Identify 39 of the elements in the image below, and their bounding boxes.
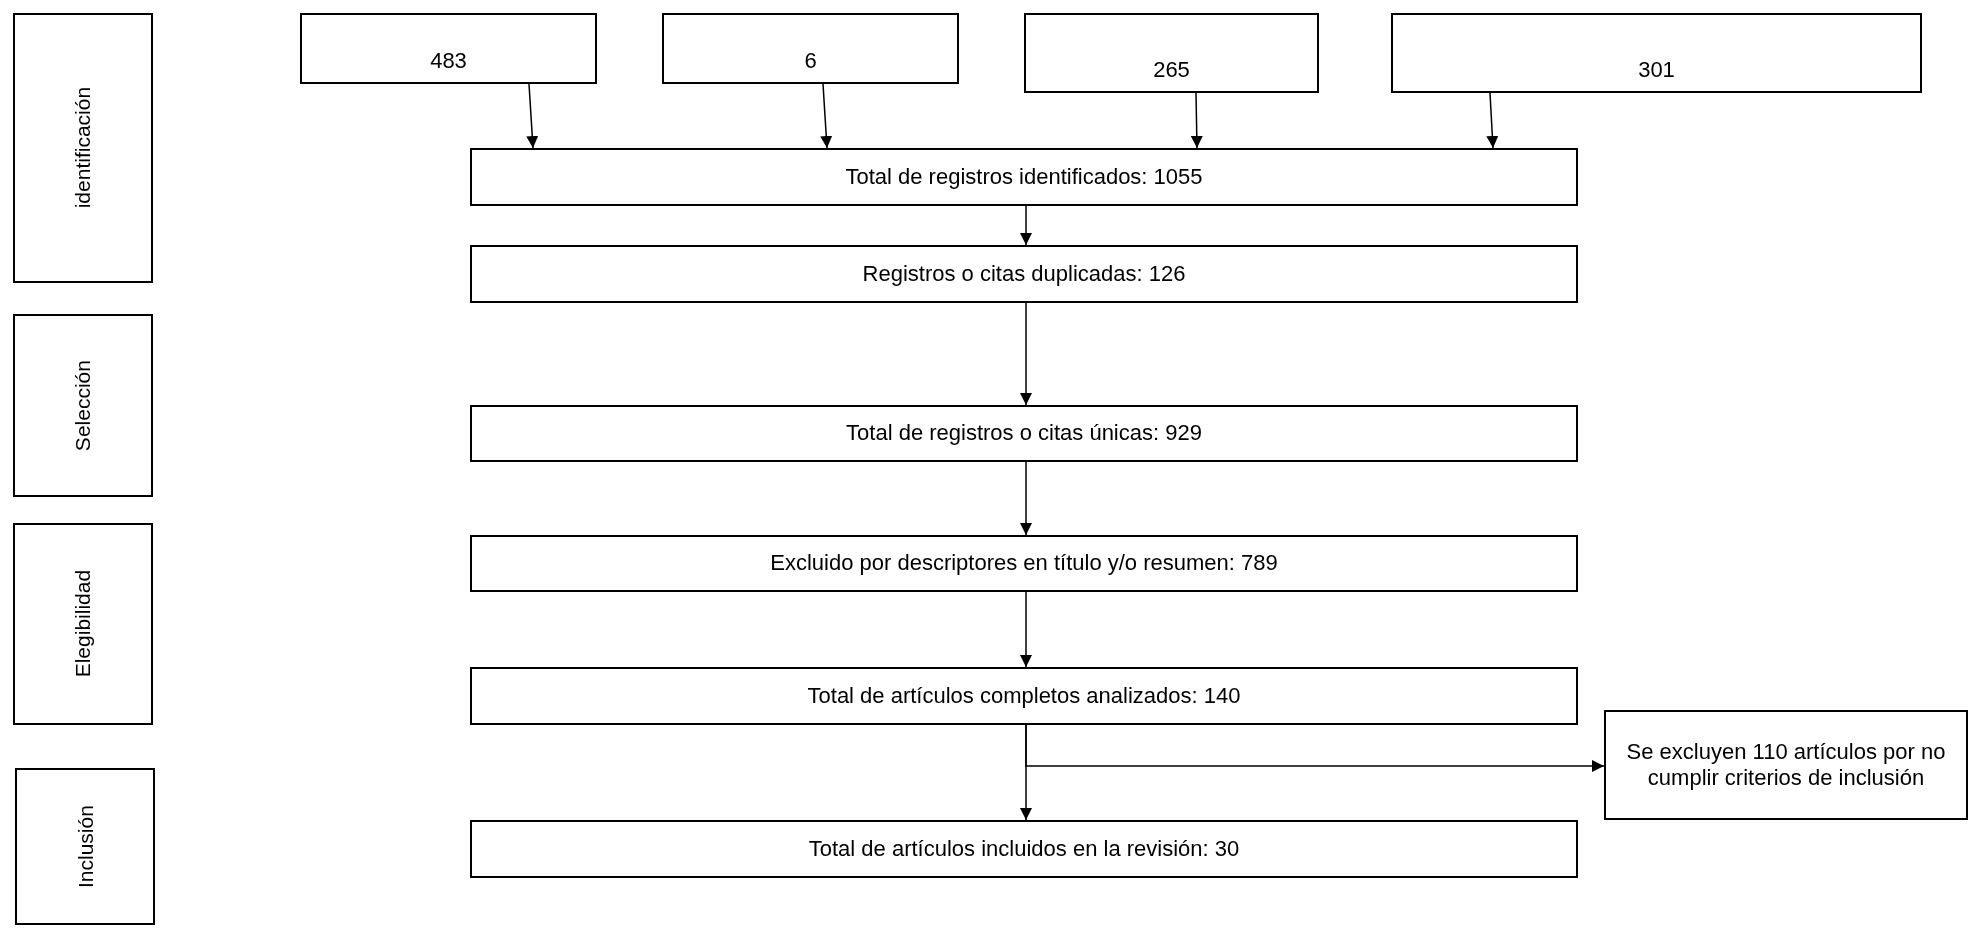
process-box (470, 148, 1578, 206)
stage-box (13, 523, 153, 725)
process-box (470, 535, 1578, 592)
process-box (470, 667, 1578, 725)
node-text: Excluido por descriptores en título y/o resumen: 789 (769, 550, 1279, 577)
node-text: 265 (1152, 56, 1191, 83)
arrow (820, 83, 833, 149)
arrow (1486, 92, 1499, 149)
node-text: Total de artículos completos analizados: 140 (806, 682, 1242, 710)
stage-label: Elegibilidad (70, 569, 96, 680)
arrow (1025, 724, 1605, 772)
process-box (470, 245, 1578, 303)
node-text: 301 (1637, 56, 1676, 83)
node-text: Registros o citas duplicadas: 126 (861, 260, 1187, 288)
stage-box (13, 314, 153, 497)
source-box (300, 13, 597, 84)
node-text: Total de artículos incluidos en la revisión: 30 (807, 835, 1241, 863)
arrow (1020, 302, 1032, 406)
arrow (1190, 92, 1203, 149)
source-box (1024, 13, 1319, 93)
stage-box (13, 13, 153, 283)
node-text: Total de registros identificados: 1055 (844, 163, 1204, 191)
process-box (470, 820, 1578, 878)
stage-label: identificación (70, 86, 96, 211)
exclusion-box (1604, 710, 1968, 820)
node-text: Total de registros o citas únicas: 929 (845, 420, 1203, 447)
node-text: 6 (803, 47, 818, 74)
arrow (1020, 461, 1032, 536)
source-box (662, 13, 959, 84)
stage-box (15, 768, 155, 925)
node-text: Se excluyen 110 artículos por no cumplir criterios de inclusión (1625, 738, 1947, 792)
node-text: 483 (429, 47, 468, 74)
process-box (470, 405, 1578, 462)
stage-label: Selección (70, 358, 96, 454)
arrow (1020, 591, 1032, 668)
source-box (1391, 13, 1922, 93)
stage-label: Inclusión (72, 804, 98, 890)
arrow (526, 83, 539, 149)
arrow (1020, 205, 1032, 246)
